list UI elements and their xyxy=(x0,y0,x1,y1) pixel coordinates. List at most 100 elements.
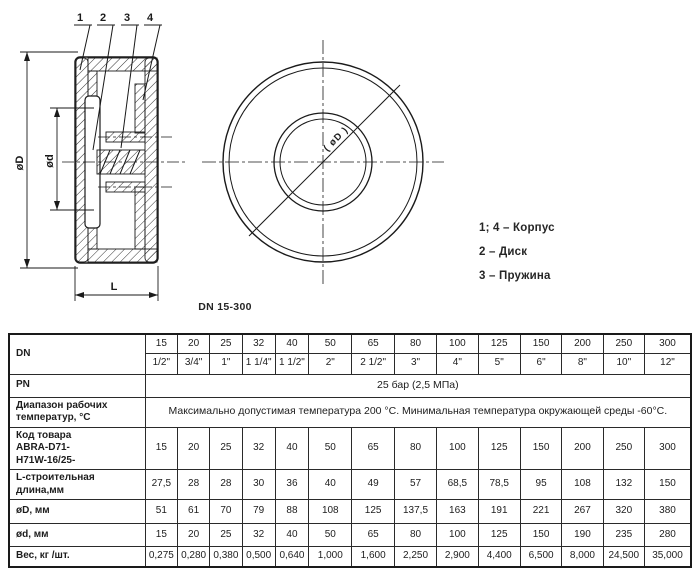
inner-diameter-cell: 50 xyxy=(308,523,353,547)
dn-mm-cell: 80 xyxy=(393,333,438,354)
diameter-line xyxy=(248,84,401,237)
weight-cell: 4,400 xyxy=(477,546,521,567)
build-length-cell: 95 xyxy=(519,469,563,500)
outer-diameter-cell: 163 xyxy=(436,499,479,524)
product-code-cell: 125 xyxy=(477,426,521,470)
product-code-cell: 300 xyxy=(643,426,692,470)
product-code-cell: 150 xyxy=(519,426,563,470)
weight-cell: 0,500 xyxy=(241,546,276,567)
front-view: ( øD ) xyxy=(202,40,444,286)
build-length-cell: 30 xyxy=(241,469,276,500)
dim-inner-label: ød xyxy=(44,154,56,167)
dn-mm-cell: 65 xyxy=(351,333,395,354)
section-view: øD ød L xyxy=(14,12,188,301)
callout-2: 2 xyxy=(100,12,106,24)
dn-inch-cell: 1 1/4" xyxy=(241,352,276,375)
build-length-cell: 108 xyxy=(561,469,604,500)
inner-diameter-cell: 125 xyxy=(477,523,521,547)
inner-diameter-cell: 65 xyxy=(351,523,395,547)
dn-inch-cell: 6" xyxy=(519,352,563,375)
product-code-cell: 200 xyxy=(561,426,604,470)
weight-cell: 2,900 xyxy=(436,546,479,567)
product-code-cell: 25 xyxy=(209,426,243,470)
product-code-cell: 32 xyxy=(241,426,276,470)
outer-diameter-cell: 221 xyxy=(519,499,563,524)
weight-cell: 0,275 xyxy=(144,546,178,567)
weight-cell: 35,000 xyxy=(643,546,692,567)
outer-diameter-cell: 320 xyxy=(602,499,645,524)
weight-cell: 2,250 xyxy=(393,546,438,567)
inner-diameter-cell: 235 xyxy=(602,523,645,547)
dn-inch-cell: 1/2" xyxy=(144,352,178,375)
outer-diameter-cell: 61 xyxy=(176,499,211,524)
inner-diameter-cell: 80 xyxy=(393,523,438,547)
inner-diameter-cell: 190 xyxy=(561,523,604,547)
outer-diameter-cell: 125 xyxy=(351,499,395,524)
product-code-cell: 250 xyxy=(602,426,645,470)
front-centerlines xyxy=(202,40,444,286)
dn-inch-cell: 1 1/2" xyxy=(274,352,310,375)
weight-cell: 0,280 xyxy=(176,546,211,567)
product-code-cell: 50 xyxy=(308,426,353,470)
outer-diameter-label: øD, мм xyxy=(8,499,146,524)
build-length-label: L-строительная длина,мм xyxy=(8,469,146,500)
weight-cell: 0,640 xyxy=(274,546,310,567)
product-code-cell: 80 xyxy=(393,426,438,470)
callout-4: 4 xyxy=(147,12,154,24)
weight-cell: 1,000 xyxy=(308,546,353,567)
outer-diameter-cell: 380 xyxy=(643,499,692,524)
outer-diameter-cell: 108 xyxy=(308,499,353,524)
dn-mm-cell: 250 xyxy=(602,333,645,354)
outer-diameter-cell: 79 xyxy=(241,499,276,524)
build-length-cell: 132 xyxy=(602,469,645,500)
dn-mm-cell: 40 xyxy=(274,333,310,354)
dn-inch-cell: 12" xyxy=(643,352,692,375)
dn-inch-cell: 3" xyxy=(393,352,438,375)
temp-range-label: Диапазон рабочих температур, °С xyxy=(8,396,146,428)
dn-mm-cell: 20 xyxy=(176,333,211,354)
dim-outer-label: øD xyxy=(14,156,26,171)
centerlines xyxy=(62,136,188,188)
callout-3: 3 xyxy=(124,12,130,24)
pn-label: PN xyxy=(8,373,146,398)
dn-inch-cell: 4" xyxy=(436,352,479,375)
outer-diameter-cell: 70 xyxy=(209,499,243,524)
inner-diameter-cell: 100 xyxy=(436,523,479,547)
outer-diameter-cell: 88 xyxy=(274,499,310,524)
callout-1: 1 xyxy=(77,12,83,24)
build-length-cell: 40 xyxy=(308,469,353,500)
product-code-cell: 100 xyxy=(436,426,479,470)
outer-diameter-cell: 51 xyxy=(144,499,178,524)
weight-cell: 0,380 xyxy=(209,546,243,567)
pn-value: 25 бар (2,5 МПа) xyxy=(144,373,692,398)
weight-cell: 1,600 xyxy=(351,546,395,567)
legend-item-disc: 2 – Диск xyxy=(479,246,528,258)
outer-diameter-cell: 191 xyxy=(477,499,521,524)
inner-diameter-label: ød, мм xyxy=(8,523,146,547)
weight-label: Вес, кг /шт. xyxy=(8,546,146,567)
dn-mm-cell: 32 xyxy=(241,333,276,354)
inner-diameter-cell: 150 xyxy=(519,523,563,547)
weight-cell: 24,500 xyxy=(602,546,645,567)
dim-length xyxy=(74,266,159,301)
build-length-cell: 49 xyxy=(351,469,395,500)
inner-diameter-cell: 280 xyxy=(643,523,692,547)
inner-diameter-cell: 25 xyxy=(209,523,243,547)
weight-cell: 6,500 xyxy=(519,546,563,567)
build-length-cell: 27,5 xyxy=(144,469,178,500)
dn-inch-cell: 3/4" xyxy=(176,352,211,375)
dn-inch-cell: 5" xyxy=(477,352,521,375)
outer-diameter-cell: 137,5 xyxy=(393,499,438,524)
product-code-label: Код товара ABRA-D71- H71W-16/25- xyxy=(8,426,146,470)
outer-diameter-cell: 267 xyxy=(561,499,604,524)
build-length-cell: 36 xyxy=(274,469,310,500)
dn-mm-cell: 200 xyxy=(561,333,604,354)
temp-range-value: Максимально допустимая температура 200 °… xyxy=(144,396,692,428)
